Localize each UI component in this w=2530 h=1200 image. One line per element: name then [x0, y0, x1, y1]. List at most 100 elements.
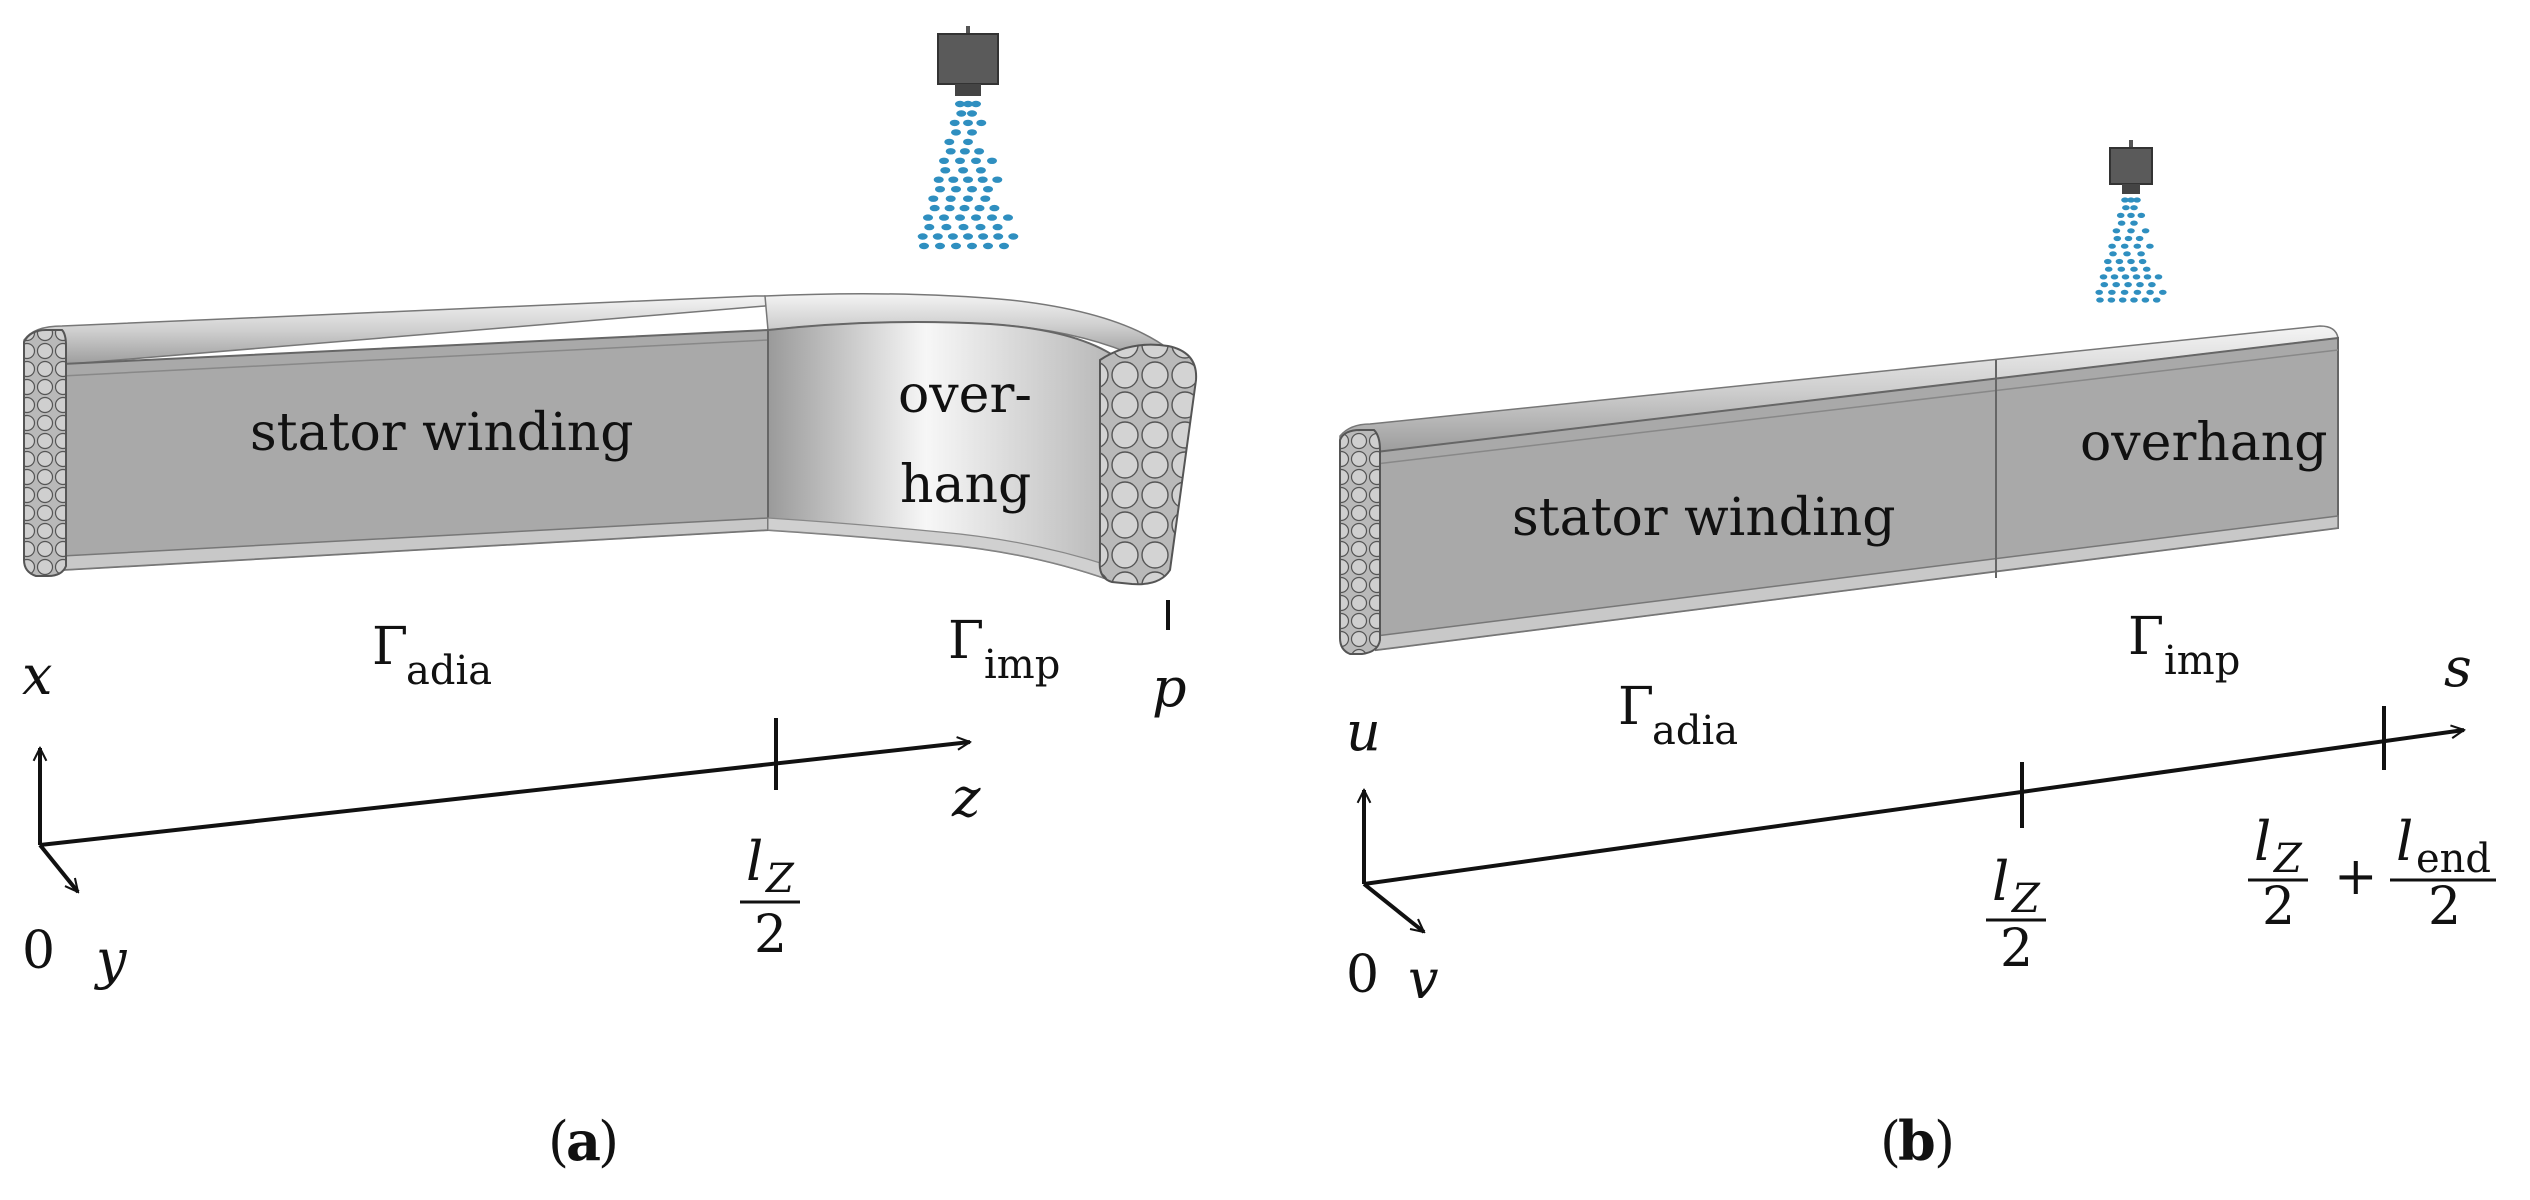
spray-droplet: [992, 223, 1003, 231]
gamma-adia-label-b: Γ adia: [1618, 677, 1738, 754]
spray-droplet: [2099, 274, 2108, 280]
u-axis-label: u: [1346, 700, 1381, 763]
spray-droplet: [2154, 274, 2163, 280]
overhang-label-a-line1: over-: [898, 365, 1032, 425]
spray-droplet: [929, 204, 940, 212]
spray-nozzle-icon: [937, 26, 999, 96]
spray-droplet: [944, 204, 955, 212]
spray-droplet: [2120, 243, 2129, 249]
v-axis-label: v: [1408, 948, 1439, 1011]
spray-droplet: [2143, 274, 2152, 280]
svg-text:adia: adia: [1652, 708, 1738, 754]
spray-droplet: [958, 167, 969, 174]
spray-droplet: [2122, 205, 2130, 211]
svg-text:Z: Z: [764, 856, 795, 902]
spray-droplet: [2100, 282, 2109, 288]
spray-droplet: [2141, 297, 2150, 303]
spray-droplet: [944, 138, 955, 146]
winding-left-cross-section: [23, 329, 67, 577]
lz-over-2-label-b: l Z 2: [1986, 850, 2046, 979]
spray-droplet: [923, 214, 933, 221]
spray-droplet: [2112, 282, 2120, 288]
lz-over-2-label-a: l Z 2: [740, 830, 800, 965]
spray-droplet: [2096, 297, 2104, 303]
panel-b: stator winding overhang Γ adia Γ imp u s…: [1339, 140, 2496, 1173]
spray-droplet: [983, 242, 993, 250]
spray-droplet: [2127, 228, 2135, 234]
spray-droplet: [939, 214, 949, 221]
spray-droplet: [971, 214, 981, 221]
spray-droplet: [1008, 233, 1019, 240]
spray-droplet: [2113, 235, 2122, 242]
spray-droplet: [958, 223, 969, 231]
spray-droplet: [2137, 251, 2145, 257]
svg-text:Γ: Γ: [2128, 607, 2164, 667]
spray-droplet: [2133, 197, 2141, 203]
spray-droplet: [948, 176, 959, 183]
spray-droplet: [963, 138, 973, 146]
spray-droplet: [2130, 205, 2138, 211]
spray-droplet: [2127, 258, 2135, 265]
z-axis-label: z: [951, 766, 981, 829]
spray-droplet: [967, 242, 977, 250]
spray-droplet: [919, 242, 929, 250]
spray-droplet: [2132, 274, 2141, 280]
winding-left-cross-section-b: [1339, 429, 1381, 655]
svg-text:end: end: [2416, 836, 2491, 882]
spray-droplet: [963, 233, 973, 240]
origin-label-b: 0: [1346, 945, 1379, 1005]
spray-droplet: [2124, 235, 2133, 242]
s-axis: [1363, 730, 2464, 886]
overhang-label-b: overhang: [2080, 413, 2328, 473]
spray-droplet: [2110, 274, 2119, 280]
spray-droplet: [2148, 282, 2156, 288]
spray-droplet: [2152, 297, 2161, 303]
y-axis-label: y: [94, 928, 128, 991]
spray-droplet: [2159, 289, 2167, 295]
spray-droplet: [959, 204, 970, 212]
spray-droplet: [956, 110, 967, 117]
svg-text:2: 2: [754, 905, 787, 965]
stator-winding-label-a: stator winding: [250, 403, 634, 463]
spray-droplet: [2121, 197, 2129, 203]
spray-droplet: [2109, 251, 2117, 257]
svg-text:l: l: [2396, 810, 2413, 873]
s-axis-label: s: [2444, 636, 2472, 699]
spray-droplet: [939, 157, 949, 164]
spray-droplet: [2142, 266, 2151, 272]
spray-droplet: [933, 176, 944, 183]
panel-a: stator winding over- hang Γ adia Γ imp p…: [22, 26, 1198, 1173]
spray-droplet: [2107, 297, 2116, 303]
z-axis: [39, 742, 970, 847]
spray-droplet: [2133, 289, 2142, 295]
spray-droplet: [2138, 258, 2147, 265]
spray-droplet: [2127, 197, 2135, 203]
spray-droplet: [955, 214, 965, 221]
caption-a: ( a ): [548, 1109, 619, 1173]
spray-droplet: [977, 176, 988, 183]
spray-droplet: [999, 242, 1009, 250]
spray-droplet: [2130, 220, 2138, 226]
spray-droplets-b: [2095, 197, 2167, 303]
spray-droplet: [2137, 212, 2146, 218]
spray-droplet: [940, 167, 951, 174]
svg-text:Γ: Γ: [1618, 677, 1654, 737]
svg-text:2: 2: [2262, 877, 2295, 937]
v-axis: [1362, 882, 1424, 934]
svg-text:(: (: [548, 1110, 569, 1173]
spray-droplet: [978, 233, 989, 240]
spray-droplet: [935, 242, 945, 250]
spray-droplet: [993, 233, 1004, 240]
spray-droplet: [974, 204, 985, 212]
spray-droplet: [949, 119, 960, 127]
spray-nozzle-icon-b: [2109, 140, 2153, 194]
spray-droplet: [2116, 212, 2125, 218]
winding-top-edge-line-b: [1375, 349, 2339, 465]
winding-top-edge-line: [61, 339, 769, 377]
spray-droplet: [975, 223, 986, 231]
spray-droplet: [2120, 289, 2129, 295]
spray-droplet: [947, 233, 958, 240]
spray-droplet: [2117, 266, 2126, 272]
